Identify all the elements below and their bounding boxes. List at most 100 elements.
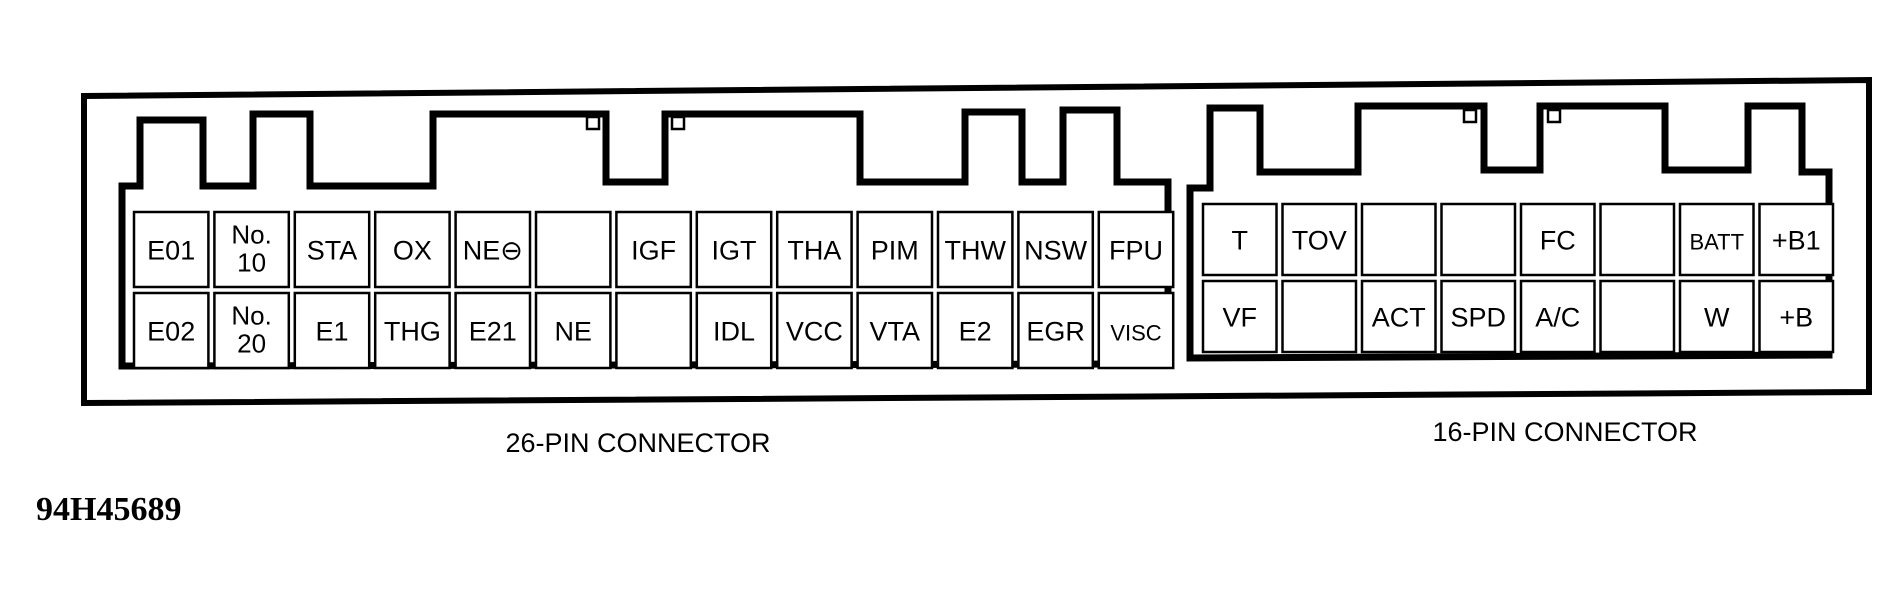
- connector-26-pin-box: [695, 291, 773, 370]
- connector-26-pin-box: [1017, 291, 1095, 370]
- figure-id: 94H45689: [36, 491, 181, 528]
- connector-16-pin-label: +B: [1779, 303, 1813, 333]
- connector-26-pin-box: [454, 210, 532, 289]
- connector-16-pin-box: [1201, 279, 1278, 354]
- connector-26-pin-label: EGR: [1026, 317, 1085, 347]
- connector-26-pin-label: IGT: [712, 236, 757, 266]
- connector-16-pin-box: [1281, 279, 1358, 354]
- connector-16-pin-box: [1599, 202, 1676, 277]
- connector-26-pin-empty: [615, 291, 693, 370]
- connector-26-pin-box: [454, 291, 532, 370]
- connector-26-pin-E02: E02: [132, 291, 210, 370]
- connector-16-pin-ACT: ACT: [1360, 279, 1437, 354]
- connector-26-pin-label: IDL: [713, 317, 755, 347]
- key-notch-left: [585, 115, 601, 131]
- connector-26-pin-VISC: VISC: [1097, 291, 1175, 370]
- connector-16-pin-FC: FC: [1519, 202, 1596, 277]
- connector-26-pin-IDL: IDL: [695, 291, 773, 370]
- connector-26-pin-label: NE: [554, 317, 592, 347]
- connector-26-pin-THA: THA: [775, 210, 853, 289]
- connector-16-label: 16-PIN CONNECTOR: [1432, 417, 1697, 447]
- connector-26-pin-label: OX: [393, 236, 432, 266]
- connector-26-pin-box: [1017, 210, 1095, 289]
- connector-16-pin-BATT: BATT: [1678, 202, 1755, 277]
- connector-26-pin-VCC: VCC: [775, 291, 853, 370]
- connector-16-pin-box: [1758, 202, 1835, 277]
- connector-26-pin-No-10: No.10: [213, 210, 291, 289]
- connector-16-pin-box: [1440, 202, 1517, 277]
- connector-16-pin-box: [1678, 279, 1755, 354]
- connector-26-shell: [118, 106, 1172, 370]
- connector-16-pin-box: [1281, 202, 1358, 277]
- outer-frame: [81, 76, 1872, 407]
- connector-26-pin-THW: THW: [936, 210, 1014, 289]
- connector-26-pin-box: [534, 291, 612, 370]
- connector-26-pin-box: [132, 210, 210, 289]
- connector-16-pin-label: T: [1232, 226, 1249, 256]
- connector-16-pin-box: [1201, 202, 1278, 277]
- connector-16-pin-A/C: A/C: [1519, 279, 1596, 354]
- connector-26-pin-label: FPU: [1109, 236, 1163, 266]
- connector-26-pin-E1: E1: [293, 291, 371, 370]
- connector-16-pin-label: +B1: [1772, 226, 1821, 256]
- connector-26-pin-box: [615, 291, 693, 370]
- connector-26-pin-label: NSW: [1024, 236, 1088, 266]
- connector-26-pin-label: THW: [944, 236, 1006, 266]
- connector-16-pin-W: W: [1678, 279, 1755, 354]
- connector-26-pin-label: VISC: [1110, 321, 1161, 346]
- connector-16-pin-box: [1758, 279, 1835, 354]
- connector-26-pin-label: NE⊖: [463, 236, 523, 266]
- key-notch-left-16: [1462, 108, 1478, 124]
- connector-26-pin-label: THG: [384, 317, 441, 347]
- connector-16-pin-box: [1678, 202, 1755, 277]
- connector-26-pin-E2: E2: [936, 291, 1014, 370]
- connector-26-label: 26-PIN CONNECTOR: [505, 428, 770, 458]
- connector-16-pin-empty: [1599, 202, 1676, 277]
- connector-26-pin-label: 20: [237, 329, 266, 359]
- key-notch-right-16: [1546, 108, 1562, 124]
- connector-26-pin-label: No.: [231, 301, 271, 331]
- connector-16-pin-empty: [1360, 202, 1437, 277]
- connector-26-pin-box: [1097, 291, 1175, 370]
- connector-26-pin-box: [293, 210, 371, 289]
- connector-26-pin-box: [775, 291, 853, 370]
- connector-26-pin-label: THA: [787, 236, 841, 266]
- connector-16-pin-label: BATT: [1689, 230, 1744, 255]
- connector-16-pin-VF: VF: [1201, 279, 1278, 354]
- connector-16-pin-box: [1599, 279, 1676, 354]
- connector-26-pin-PIM: PIM: [856, 210, 934, 289]
- connector-26-pin-E01: E01: [132, 210, 210, 289]
- connector-16-pin-box: [1440, 279, 1517, 354]
- connector-26-pin-box: [936, 210, 1014, 289]
- connector-26-pin-box: [615, 210, 693, 289]
- connector-16-pin-label: TOV: [1292, 226, 1347, 256]
- connector-26-pin-IGT: IGT: [695, 210, 773, 289]
- connector-16-pin-box: [1519, 202, 1596, 277]
- connector-16-pin-box: [1519, 279, 1596, 354]
- connector-26-pin-box: [695, 210, 773, 289]
- connector-16-pin-label: A/C: [1535, 303, 1580, 333]
- connector-26-pin-FPU: FPU: [1097, 210, 1175, 289]
- connector-26-pin-box: [856, 210, 934, 289]
- connector-26-pin-box: [936, 291, 1014, 370]
- connector-26-pin-empty: [534, 210, 612, 289]
- key-notch-right: [670, 115, 686, 131]
- connector-16-pin-label: W: [1704, 303, 1730, 333]
- connector-26-pin-IGF: IGF: [615, 210, 693, 289]
- connector-26-pin-STA: STA: [293, 210, 371, 289]
- connector-26-pin-box: [213, 210, 291, 289]
- connector-16-pin-box: [1360, 202, 1437, 277]
- connector-16-pin-empty: [1440, 202, 1517, 277]
- connector-16-pin-label: ACT: [1372, 303, 1426, 333]
- connector-16-shell: [1186, 102, 1833, 362]
- connector-26-pin-label: STA: [307, 236, 358, 266]
- connector-26-pin-box: [373, 210, 451, 289]
- connector-26-pin-NSW: NSW: [1017, 210, 1095, 289]
- connector-26-pin-box: [213, 291, 291, 370]
- connector-26-pin-No-20: No.20: [213, 291, 291, 370]
- connector-26-pin-THG: THG: [373, 291, 451, 370]
- connector-26-pin-VTA: VTA: [856, 291, 934, 370]
- connector-16-pin-T: T: [1201, 202, 1278, 277]
- connector-26-pin-label: PIM: [871, 236, 919, 266]
